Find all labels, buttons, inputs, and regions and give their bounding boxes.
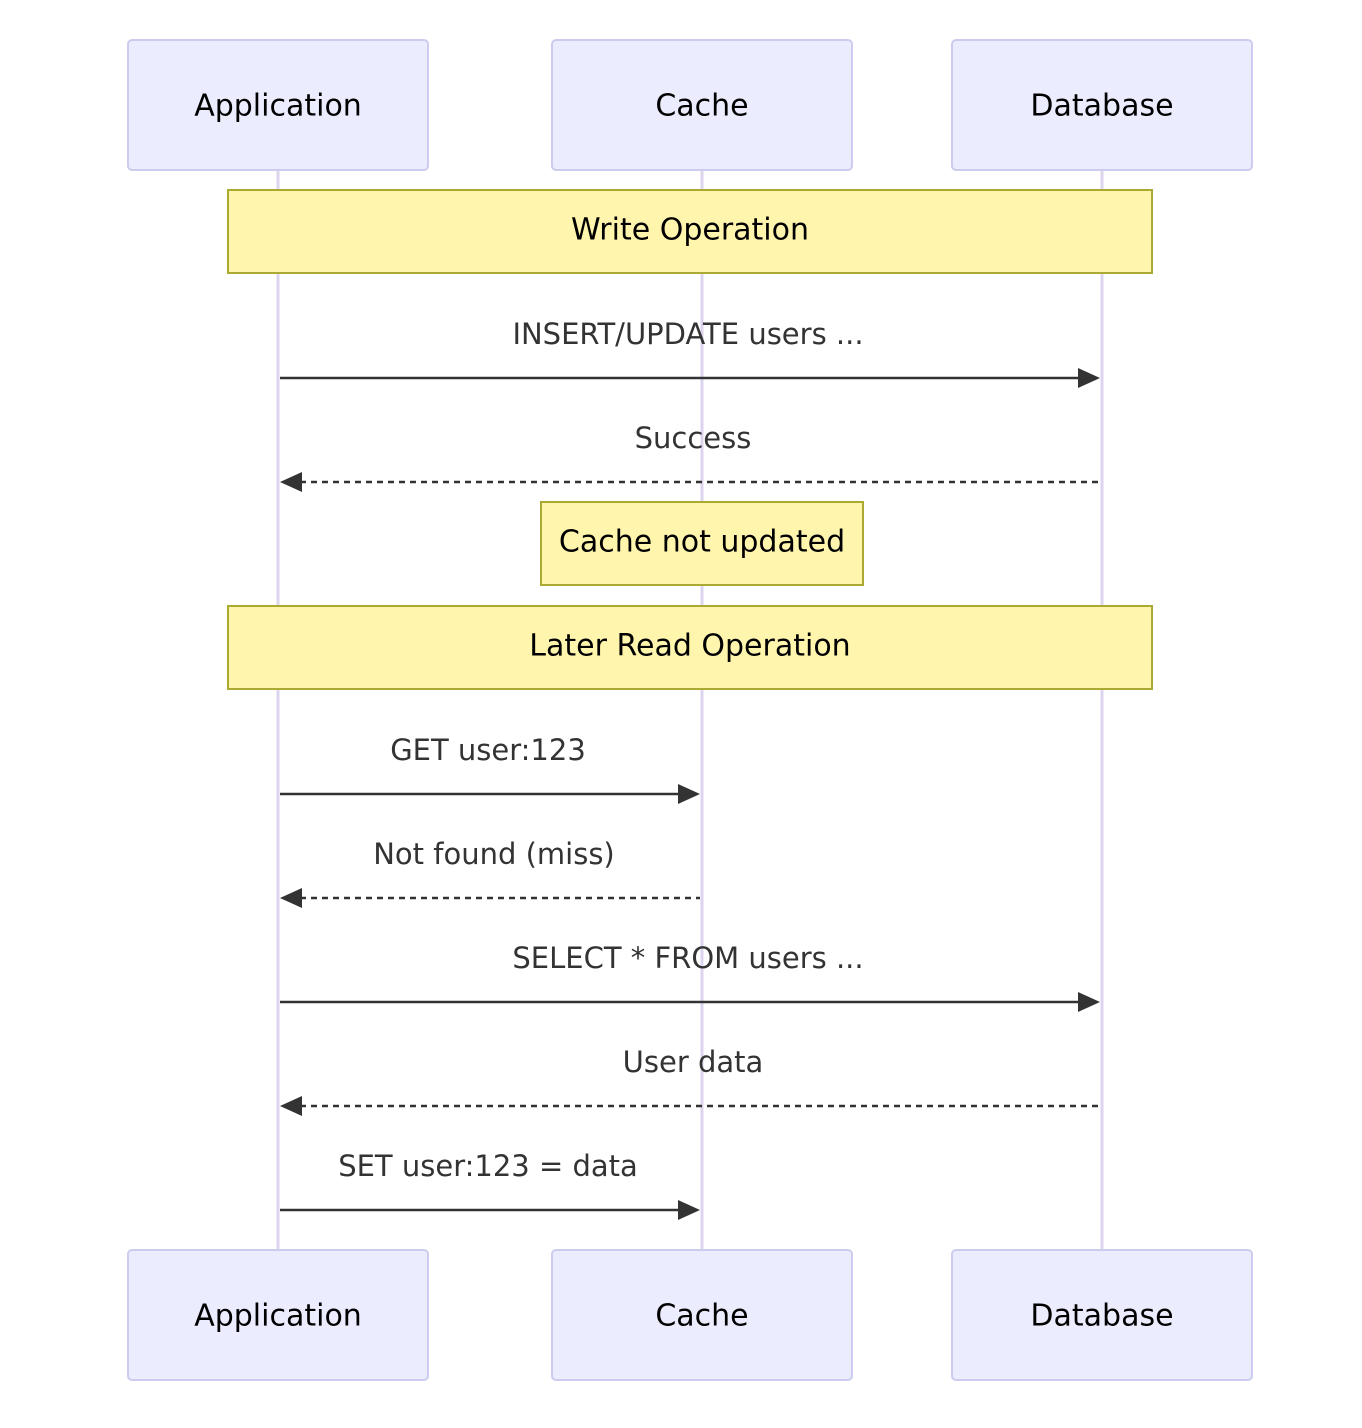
actor-cache-bottom: Cache xyxy=(551,1249,853,1381)
note-cache-not-updated: Cache not updated xyxy=(540,501,864,586)
arrow-head-icon xyxy=(1078,992,1100,1012)
message-success-label: Success xyxy=(635,421,752,455)
message-get-user-label: GET user:123 xyxy=(390,733,586,767)
note-cache-not-updated-text: Cache not updated xyxy=(559,525,845,560)
message-not-found-label: Not found (miss) xyxy=(373,837,615,871)
note-write-operation: Write Operation xyxy=(227,189,1153,274)
message-set-user-label: SET user:123 = data xyxy=(338,1149,638,1183)
actor-cache-top-label: Cache xyxy=(655,89,748,124)
message-select-users-label: SELECT * FROM users ... xyxy=(512,941,863,975)
actor-application-top-label: Application xyxy=(194,89,362,124)
arrow-head-icon xyxy=(678,1200,700,1220)
actor-database-top-label: Database xyxy=(1030,89,1173,124)
message-get-user: GET user:123 xyxy=(280,733,700,804)
arrow-head-icon xyxy=(280,1096,302,1116)
actor-cache-top: Cache xyxy=(551,39,853,171)
note-later-read-operation-text: Later Read Operation xyxy=(529,629,850,664)
message-success: Success xyxy=(280,421,1100,492)
note-later-read-operation: Later Read Operation xyxy=(227,605,1153,690)
actor-database-top: Database xyxy=(951,39,1253,171)
arrow-head-icon xyxy=(280,888,302,908)
actor-database-bottom-label: Database xyxy=(1030,1299,1173,1334)
message-user-data: User data xyxy=(280,1045,1100,1116)
arrow-head-icon xyxy=(280,472,302,492)
message-user-data-label: User data xyxy=(623,1045,764,1079)
message-not-found: Not found (miss) xyxy=(280,837,700,908)
arrow-head-icon xyxy=(1078,368,1100,388)
arrow-head-icon xyxy=(678,784,700,804)
actor-cache-bottom-label: Cache xyxy=(655,1299,748,1334)
message-insert-update-label: INSERT/UPDATE users ... xyxy=(512,317,863,351)
message-insert-update: INSERT/UPDATE users ... xyxy=(280,317,1100,388)
actor-database-bottom: Database xyxy=(951,1249,1253,1381)
actor-application-bottom: Application xyxy=(127,1249,429,1381)
message-set-user: SET user:123 = data xyxy=(280,1149,700,1220)
note-write-operation-text: Write Operation xyxy=(571,213,809,248)
actor-application-top: Application xyxy=(127,39,429,171)
message-select-users: SELECT * FROM users ... xyxy=(280,941,1100,1012)
actor-application-bottom-label: Application xyxy=(194,1299,362,1334)
